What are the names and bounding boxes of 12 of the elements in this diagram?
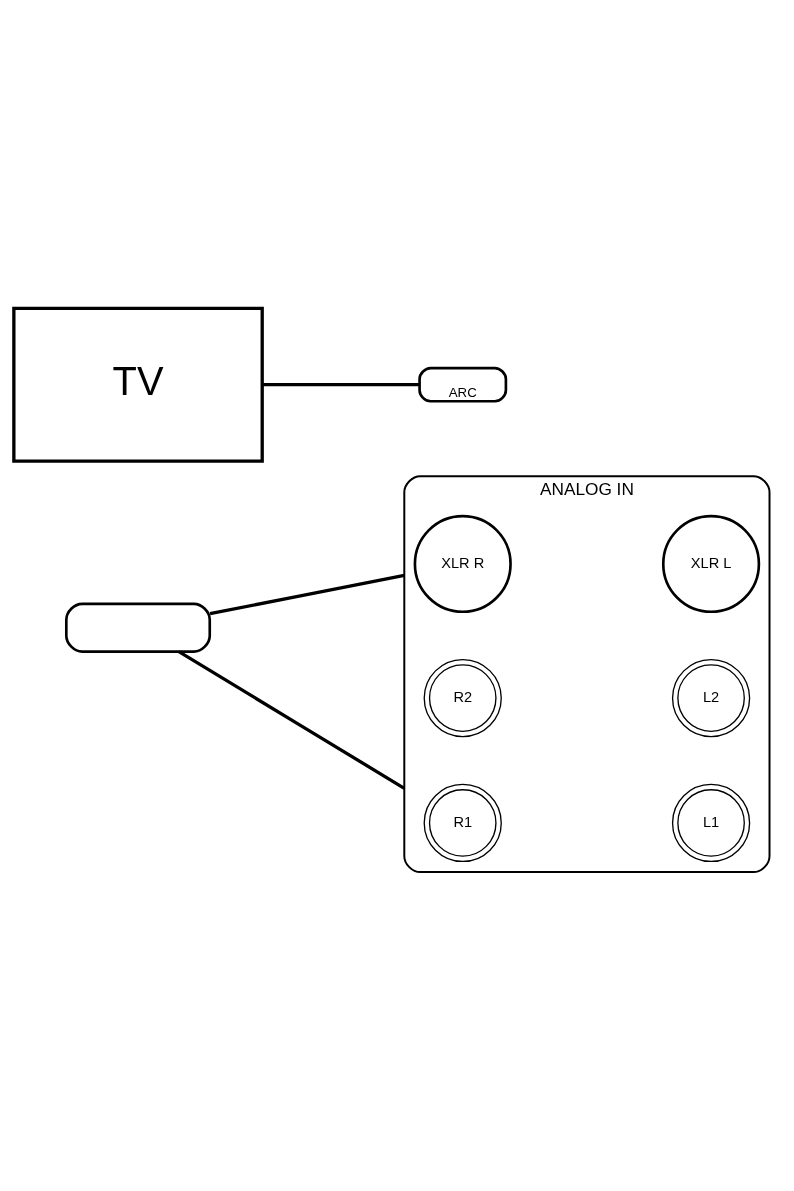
node-circle: XLR R bbox=[413, 514, 512, 614]
node-circle: R2 bbox=[423, 658, 502, 738]
connector bbox=[209, 573, 405, 616]
node-box: TV bbox=[12, 306, 264, 463]
node-box: ARC bbox=[418, 366, 508, 403]
node-circle: L2 bbox=[671, 658, 751, 738]
node-box bbox=[65, 602, 212, 653]
node-circle: R1 bbox=[423, 783, 502, 863]
connector bbox=[178, 650, 406, 790]
node-circle: L1 bbox=[671, 783, 751, 863]
connector bbox=[262, 383, 420, 387]
node-circle: XLR L bbox=[661, 514, 761, 614]
